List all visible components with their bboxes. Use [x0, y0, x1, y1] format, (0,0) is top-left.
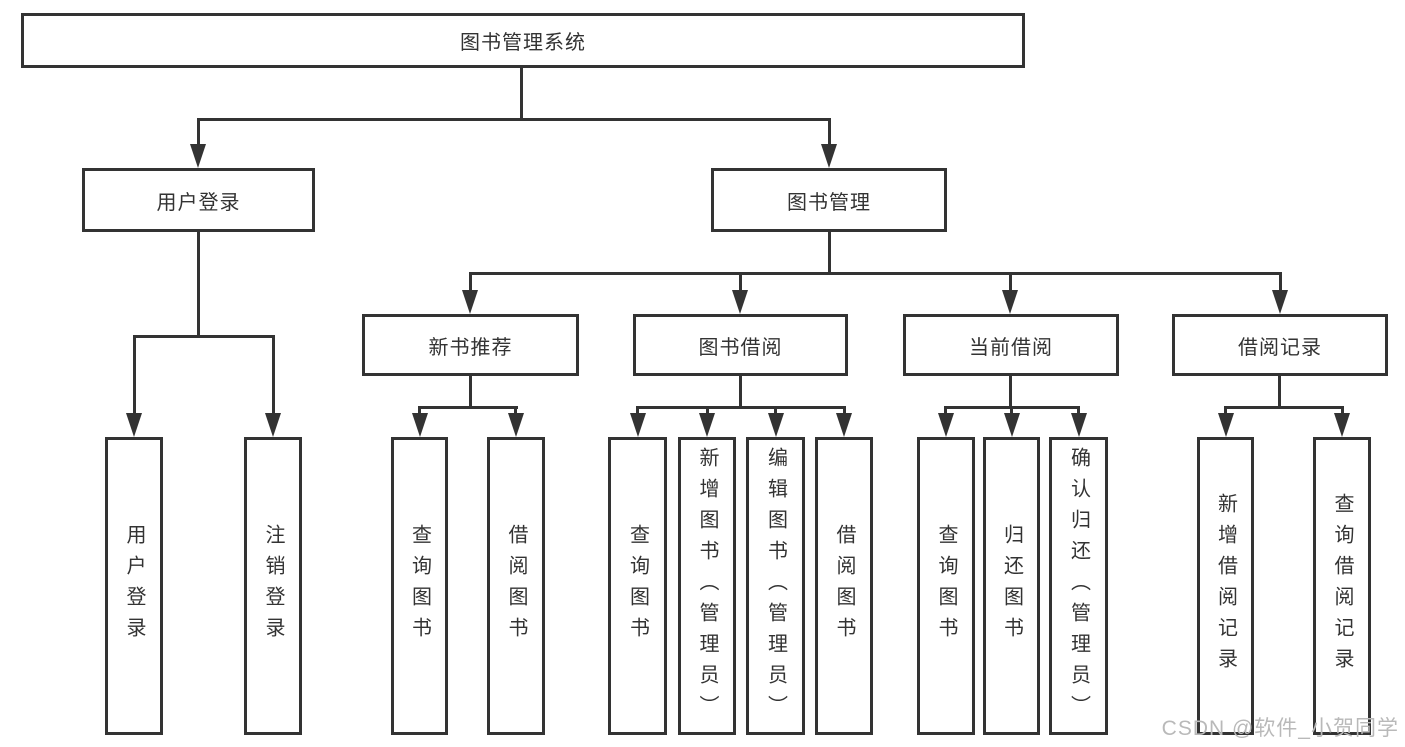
connector-borrowing-hline [636, 406, 846, 409]
node-label: 用户登录 [156, 191, 241, 214]
connector-stem [1279, 272, 1282, 294]
node-label: 图书管理系统 [460, 32, 586, 54]
connector-stem [739, 272, 742, 294]
connector-root-stem [520, 68, 523, 121]
connector-recommend-hline [418, 406, 518, 409]
leaf-confirm-return-admin: 确认归还（管理员） [1049, 437, 1108, 735]
arrow-down-icon [462, 290, 478, 314]
node-label: 新增图书（管理员） [696, 446, 718, 726]
leaf-query-books-recommend: 查询图书 [391, 437, 448, 735]
leaf-borrow-books-recommend: 借阅图书 [487, 437, 545, 735]
node-label: 查询图书 [626, 524, 649, 648]
arrow-down-icon [732, 290, 748, 314]
connector-stem [514, 406, 517, 416]
connector-level2-hline [469, 272, 1282, 275]
arrow-down-icon [1071, 413, 1087, 437]
arrow-down-icon [265, 413, 281, 437]
node-book-borrowing: 图书借阅 [633, 314, 848, 376]
arrow-down-icon [938, 413, 954, 437]
arrow-down-icon [699, 413, 715, 437]
leaf-logout: 注销登录 [244, 437, 302, 735]
connector-stem [1341, 406, 1344, 416]
leaf-add-book-admin: 新增图书（管理员） [678, 437, 736, 735]
arrow-down-icon [1004, 413, 1020, 437]
arrow-down-icon [126, 413, 142, 437]
node-library-management-system: 图书管理系统 [21, 13, 1025, 68]
connector-stem [843, 406, 846, 416]
connector-bookmgmt-stem [828, 232, 831, 275]
node-label: 图书借阅 [698, 336, 783, 359]
node-label: 用户登录 [123, 524, 145, 648]
node-borrowing-records: 借阅记录 [1172, 314, 1388, 376]
arrow-down-icon [630, 413, 646, 437]
arrow-down-icon [190, 144, 206, 168]
leaf-query-books-borrow: 查询图书 [608, 437, 667, 735]
connector-userlogin-hline [133, 335, 275, 338]
node-label: 查询图书 [408, 524, 431, 648]
connector-stem [1010, 406, 1013, 416]
node-current-borrowing: 当前借阅 [903, 314, 1119, 376]
connector-stem [418, 406, 421, 416]
arrow-down-icon [821, 144, 837, 168]
leaf-return-book: 归还图书 [983, 437, 1040, 735]
node-label: 编辑图书（管理员） [764, 446, 787, 726]
watermark: CSDN @软件_小贺同学 [1161, 717, 1399, 740]
node-label: 注销登录 [262, 524, 284, 648]
leaf-user-login: 用户登录 [105, 437, 163, 735]
connector-stem [133, 335, 136, 415]
node-label: 查询图书 [935, 524, 957, 648]
arrow-down-icon [1272, 290, 1288, 314]
connector-userlogin-stem [197, 232, 200, 338]
connector-stem [1009, 272, 1012, 294]
node-label: 新增借阅记录 [1214, 493, 1237, 679]
connector-level1-hline [197, 118, 831, 121]
connector-stem [944, 406, 947, 416]
leaf-query-borrow-record: 查询借阅记录 [1313, 437, 1371, 735]
leaf-edit-book-admin: 编辑图书（管理员） [746, 437, 805, 735]
connector-stem [1077, 406, 1080, 416]
connector-records-stem [1278, 376, 1281, 409]
leaf-query-books-current: 查询图书 [917, 437, 975, 735]
arrow-down-icon [1002, 290, 1018, 314]
connector-current-stem [1009, 376, 1012, 409]
node-label: 查询借阅记录 [1331, 493, 1353, 679]
arrow-down-icon [1218, 413, 1234, 437]
node-label: 确认归还（管理员） [1067, 446, 1090, 726]
node-label: 新书推荐 [428, 336, 513, 359]
node-label: 归还图书 [1000, 524, 1023, 648]
connector-recommend-stem [469, 376, 472, 409]
connector-stem [197, 118, 200, 148]
arrow-down-icon [836, 413, 852, 437]
connector-stem [828, 118, 831, 148]
leaf-add-borrow-record: 新增借阅记录 [1197, 437, 1254, 735]
node-label: 借阅图书 [505, 524, 527, 648]
connector-borrowing-stem [739, 376, 742, 409]
leaf-borrow-books: 借阅图书 [815, 437, 873, 735]
connector-stem [272, 335, 275, 415]
node-label: 当前借阅 [969, 336, 1053, 359]
arrow-down-icon [508, 413, 524, 437]
node-label: 图书管理 [787, 191, 871, 214]
arrow-down-icon [1334, 413, 1350, 437]
connector-stem [469, 272, 472, 294]
node-label: 借阅记录 [1238, 336, 1322, 359]
node-new-book-recommendation: 新书推荐 [362, 314, 579, 376]
connector-stem [636, 406, 639, 416]
node-label: 借阅图书 [833, 524, 855, 648]
arrow-down-icon [412, 413, 428, 437]
node-book-management: 图书管理 [711, 168, 947, 232]
connector-records-hline [1224, 406, 1344, 409]
connector-stem [774, 406, 777, 416]
connector-stem [1224, 406, 1227, 416]
arrow-down-icon [768, 413, 784, 437]
connector-stem [706, 406, 709, 416]
node-user-login: 用户登录 [82, 168, 315, 232]
